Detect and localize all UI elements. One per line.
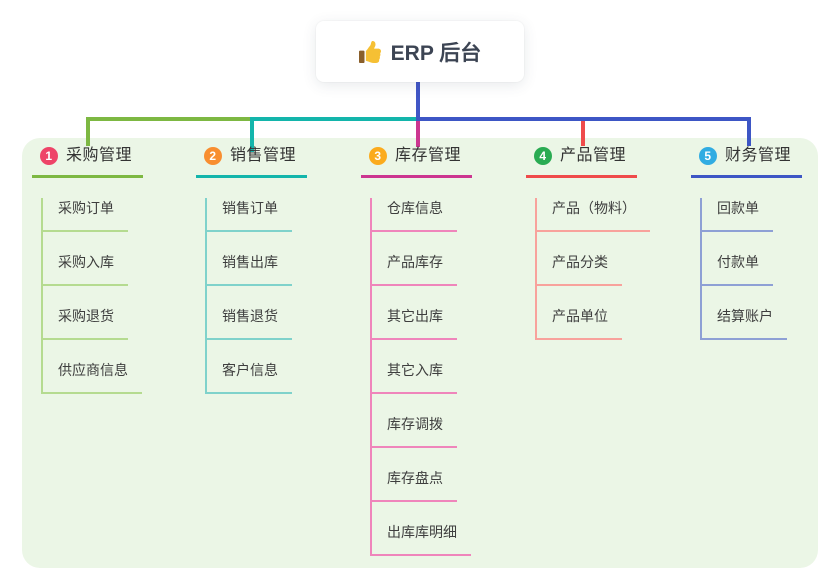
connector-line (416, 121, 420, 147)
child-node[interactable]: 销售退货 (205, 306, 292, 340)
child-node[interactable]: 采购订单 (41, 198, 128, 232)
child-node[interactable]: 库存盘点 (370, 468, 457, 502)
branch-title[interactable]: 2 销售管理 (196, 146, 307, 178)
child-node[interactable]: 销售出库 (205, 252, 292, 286)
branch-children: 销售订单销售出库销售退货客户信息 (205, 198, 292, 394)
branch-label: 库存管理 (395, 147, 462, 164)
child-node[interactable]: 供应商信息 (41, 360, 142, 394)
branch-number-badge: 3 (369, 147, 387, 165)
branch-children: 仓库信息产品库存其它出库其它入库库存调拨库存盘点出库库明细 (370, 198, 471, 556)
connector-line (416, 117, 751, 121)
branch-children: 回款单付款单结算账户 (700, 198, 787, 340)
child-node[interactable]: 出库库明细 (370, 522, 471, 556)
child-node[interactable]: 其它出库 (370, 306, 457, 340)
thumbs-up-icon (358, 40, 381, 63)
child-node[interactable]: 销售订单 (205, 198, 292, 232)
child-node[interactable]: 客户信息 (205, 360, 292, 394)
connector-line (86, 117, 90, 146)
branch: 5 财务管理 回款单付款单结算账户 (691, 146, 802, 340)
branch-number-badge: 4 (534, 147, 552, 165)
child-node[interactable]: 仓库信息 (370, 198, 457, 232)
child-node[interactable]: 产品库存 (370, 252, 457, 286)
child-node[interactable]: 回款单 (700, 198, 773, 232)
connector-line (747, 117, 751, 146)
branch-label: 产品管理 (560, 147, 627, 164)
mindmap-panel (22, 138, 818, 568)
child-node[interactable]: 产品（物料） (535, 198, 650, 232)
branch: 1 采购管理 采购订单采购入库采购退货供应商信息 (32, 146, 143, 394)
child-node[interactable]: 采购入库 (41, 252, 128, 286)
branch: 4 产品管理 产品（物料） 产品分类产品单位 (526, 146, 650, 340)
branch-label: 财务管理 (725, 147, 792, 164)
child-node[interactable]: 产品分类 (535, 252, 622, 286)
branch-number-badge: 5 (699, 147, 717, 165)
branch: 3 库存管理 仓库信息产品库存其它出库其它入库库存调拨库存盘点出库库明细 (361, 146, 472, 556)
branch-label: 采购管理 (66, 147, 133, 164)
connector-line (416, 82, 420, 121)
child-node[interactable]: 库存调拨 (370, 414, 457, 448)
child-node[interactable]: 其它入库 (370, 360, 457, 394)
branch-title[interactable]: 5 财务管理 (691, 146, 802, 178)
connector-line (581, 121, 585, 146)
branch: 2 销售管理 销售订单销售出库销售退货客户信息 (196, 146, 307, 394)
child-node[interactable]: 采购退货 (41, 306, 128, 340)
branch-title[interactable]: 4 产品管理 (526, 146, 637, 178)
root-node[interactable]: ERP 后台 (316, 21, 524, 82)
branch-title[interactable]: 3 库存管理 (361, 146, 472, 178)
branch-number-badge: 1 (40, 147, 58, 165)
branch-children: 产品（物料） 产品分类产品单位 (535, 198, 650, 340)
branch-label: 销售管理 (230, 147, 297, 164)
root-label: ERP 后台 (390, 41, 482, 65)
branch-number-badge: 2 (204, 147, 222, 165)
branch-children: 采购订单采购入库采购退货供应商信息 (41, 198, 142, 394)
child-node[interactable]: 产品单位 (535, 306, 622, 340)
connector-line (86, 117, 254, 121)
child-node[interactable]: 付款单 (700, 252, 773, 286)
branch-title[interactable]: 1 采购管理 (32, 146, 143, 178)
connector-line (250, 117, 254, 152)
connector-line (250, 117, 417, 121)
child-node[interactable]: 结算账户 (700, 306, 787, 340)
